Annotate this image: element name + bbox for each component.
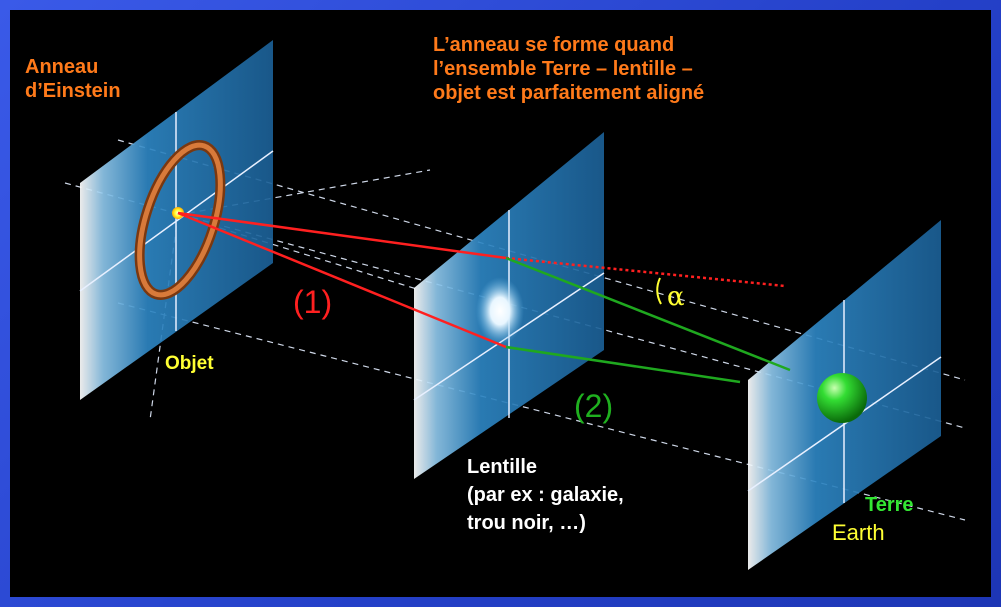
path-2-label: (2) (574, 388, 614, 424)
einstein-ring-label: Anneau d’Einstein (25, 56, 121, 102)
light-path-green (505, 256, 791, 384)
lens-label: Lentille (par ex : galaxie, trou noir, …… (467, 456, 624, 534)
earth-label-fr: Terre (865, 494, 914, 516)
earth-label-en: Earth (832, 520, 885, 545)
diagram-canvas: Anneau d’Einstein L’anneau se forme quan… (10, 10, 991, 597)
path-1-label: (1) (293, 284, 333, 320)
lens-galaxy (476, 277, 524, 345)
alignment-note: L’anneau se forme quand l’ensemble Terre… (433, 34, 705, 104)
object-label: Objet (165, 353, 214, 374)
light-path-red (177, 211, 507, 349)
earth-sphere (817, 373, 867, 423)
apparent-direction-line (505, 256, 786, 288)
lensing-diagram (64, 40, 966, 570)
angle-alpha-label: α (667, 282, 685, 312)
angle-arc (656, 277, 662, 305)
einstein-ring (134, 140, 226, 300)
